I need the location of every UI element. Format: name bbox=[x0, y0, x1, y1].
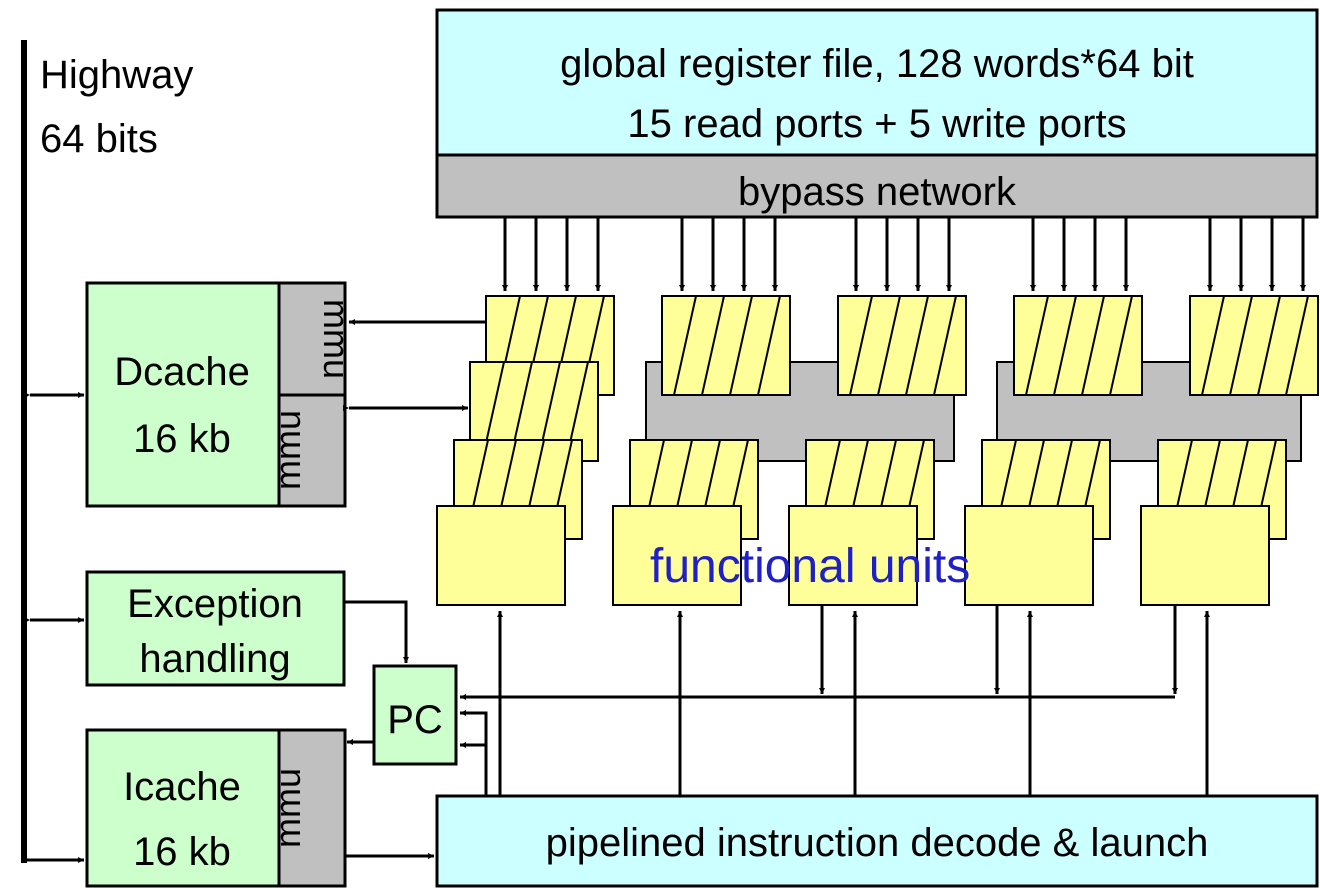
functional-unit bbox=[964, 505, 1094, 606]
exception-to-pc-arrow bbox=[344, 600, 409, 663]
register-file-ports: 15 read ports + 5 write ports bbox=[627, 102, 1126, 146]
dcache-mmu-bottom bbox=[277, 393, 347, 508]
functional-unit bbox=[1140, 505, 1270, 606]
pipeline-register bbox=[837, 295, 967, 396]
dcache-mmu-bottom-label: mmu bbox=[267, 410, 308, 490]
functional-unit-stacks bbox=[436, 295, 1319, 606]
decode-to-pc-arrow-1 bbox=[460, 710, 488, 796]
dcache-mmu-top bbox=[277, 281, 347, 397]
read-port-arrows bbox=[502, 217, 1306, 291]
dcache-mmu-top-label: mmu bbox=[316, 299, 357, 379]
pc-label: PC bbox=[387, 698, 443, 742]
bypass-network-label: bypass network bbox=[738, 170, 1017, 214]
functional-unit bbox=[612, 505, 742, 606]
control-arrows bbox=[497, 605, 1210, 796]
highway-label: Highway bbox=[40, 53, 193, 97]
register-file-title: global register file, 128 words*64 bit bbox=[560, 42, 1194, 86]
exception-label-2: handling bbox=[139, 637, 290, 681]
decode-label: pipelined instruction decode & launch bbox=[546, 821, 1209, 865]
exception-block bbox=[85, 570, 346, 687]
functional-unit bbox=[436, 505, 566, 606]
icache-size-label: 16 kb bbox=[133, 830, 231, 874]
icache-label: Icache bbox=[123, 765, 241, 809]
dcache-block bbox=[85, 281, 281, 508]
dcache-label: Dcache bbox=[114, 350, 250, 394]
icache-mmu-label: mmu bbox=[267, 768, 308, 848]
pipeline-register bbox=[661, 295, 791, 396]
dcache-size-label: 16 kb bbox=[133, 417, 231, 461]
functional-units-label: functional units bbox=[650, 540, 970, 593]
functional-unit bbox=[788, 505, 918, 606]
pipeline-register bbox=[1189, 295, 1319, 396]
icache-block bbox=[85, 728, 281, 888]
icache-mmu bbox=[277, 728, 347, 888]
decode-block bbox=[435, 794, 1319, 888]
bypass-network-block bbox=[435, 153, 1319, 219]
pipeline-register bbox=[1013, 295, 1143, 396]
highway-width-label: 64 bits bbox=[40, 117, 158, 161]
pc-block bbox=[372, 664, 458, 766]
exception-label: Exception bbox=[127, 582, 303, 626]
